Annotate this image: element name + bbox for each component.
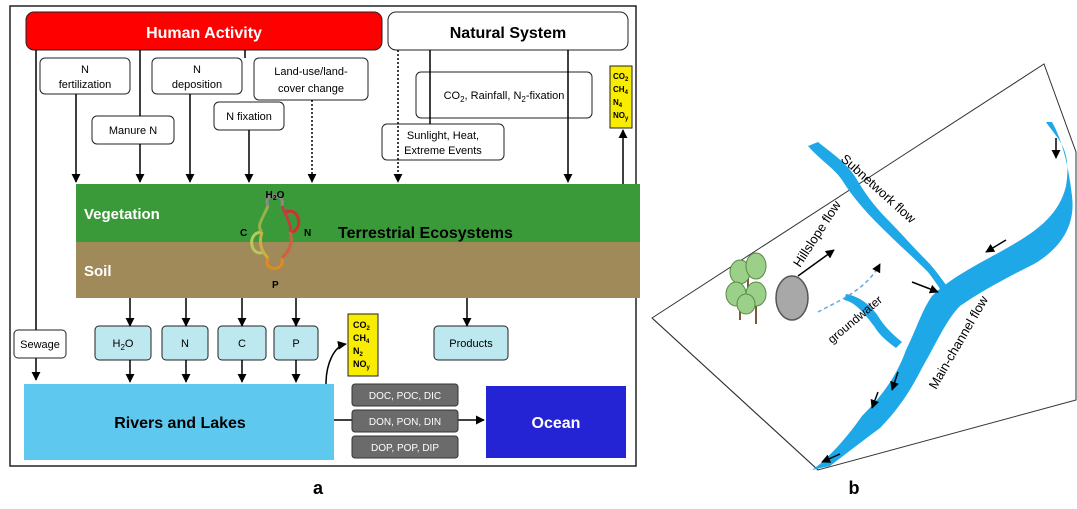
panel-a: Human Activity Natural System N fertiliz… xyxy=(9,5,640,498)
sunlight-line1: Sunlight, Heat, xyxy=(407,130,479,142)
soil-label: Soil xyxy=(84,263,112,280)
gas-box-middle-labels: CO2 CH4 N2 NOy xyxy=(353,320,371,371)
cycle-h2o: H2O xyxy=(266,190,285,202)
n-fertilization-line1: N xyxy=(81,64,89,76)
natural-drivers-label: CO2, Rainfall, N2-fixation xyxy=(444,90,565,104)
manure-n-box xyxy=(91,115,175,145)
n-fertilization-box xyxy=(39,57,131,95)
cycle-n: N xyxy=(304,228,311,239)
svg-text:N2: N2 xyxy=(353,346,364,358)
natural-system-label: Natural System xyxy=(450,25,567,42)
natural-drivers-box xyxy=(415,71,593,119)
vegetation-label: Vegetation xyxy=(84,206,160,223)
gas-box-middle xyxy=(347,313,379,377)
manure-n-label: Manure N xyxy=(109,125,157,137)
flux-phosphorus: DOP, POP, DIP xyxy=(371,443,439,454)
export-n: N xyxy=(181,338,189,350)
land-use-box xyxy=(253,57,369,101)
rivers-label: Rivers and Lakes xyxy=(114,415,246,432)
land-use-line1: Land-use/land- xyxy=(274,66,348,78)
panel-b: Subnetwork flow Hillslope flow groundwat… xyxy=(651,63,1077,498)
ocean-label: Ocean xyxy=(532,415,581,432)
n-fertilization-line2: fertilization xyxy=(59,79,112,91)
n-deposition-box xyxy=(151,57,243,95)
gas-box-top xyxy=(609,65,633,129)
flux-boxes: DOC, POC, DIC DON, PON, DIN DOP, POP, DI… xyxy=(351,383,459,459)
svg-text:N4: N4 xyxy=(613,98,623,109)
rock-icon xyxy=(775,275,809,321)
svg-text:CO2: CO2 xyxy=(353,320,371,332)
trees-icon xyxy=(725,252,767,324)
panel-b-label: b xyxy=(849,478,860,498)
products-label: Products xyxy=(449,338,493,350)
svg-text:CH4: CH4 xyxy=(353,333,370,345)
svg-text:NOy: NOy xyxy=(353,359,371,371)
rivers-box xyxy=(24,384,334,460)
export-p: P xyxy=(292,338,299,350)
vegetation-band xyxy=(76,184,640,242)
terrestrial-label: Terrestrial Ecosystems xyxy=(338,225,513,242)
svg-text:NOy: NOy xyxy=(613,111,629,122)
ocean-box xyxy=(486,386,626,458)
nutrient-cycle xyxy=(250,194,301,270)
panel-a-label: a xyxy=(313,478,324,498)
small-branch xyxy=(844,294,902,348)
land-use-line2: cover change xyxy=(278,83,344,95)
export-boxes: H2O N C P xyxy=(94,325,319,361)
gas-box-top-labels: CO2 CH4 N4 NOy xyxy=(613,72,629,122)
export-h2o: H2O xyxy=(113,338,134,352)
groundwater-arrow xyxy=(817,263,881,313)
cycle-c: C xyxy=(240,228,247,239)
main-channel xyxy=(812,122,1073,470)
human-activity-box xyxy=(25,11,383,51)
sewage-box xyxy=(13,329,67,359)
natural-system-box xyxy=(387,11,629,51)
flow-arrows xyxy=(797,138,1061,463)
n-fixation-label: N fixation xyxy=(226,111,272,123)
cycle-p: P xyxy=(272,280,279,291)
flux-nitrogen: DON, PON, DIN xyxy=(369,417,441,428)
sunlight-line2: Extreme Events xyxy=(404,145,482,157)
n-deposition-line1: N xyxy=(193,64,201,76)
svg-text:CH4: CH4 xyxy=(613,85,629,96)
flux-carbon: DOC, POC, DIC xyxy=(369,391,441,402)
svg-text:CO2: CO2 xyxy=(613,72,629,83)
human-activity-label: Human Activity xyxy=(146,25,262,42)
sewage-label: Sewage xyxy=(20,339,60,351)
input-arrows xyxy=(31,50,628,381)
export-c: C xyxy=(238,338,246,350)
subnetwork-channel xyxy=(808,142,950,296)
n-deposition-line2: deposition xyxy=(172,79,222,91)
sunlight-box xyxy=(381,123,505,161)
soil-band xyxy=(76,242,640,298)
